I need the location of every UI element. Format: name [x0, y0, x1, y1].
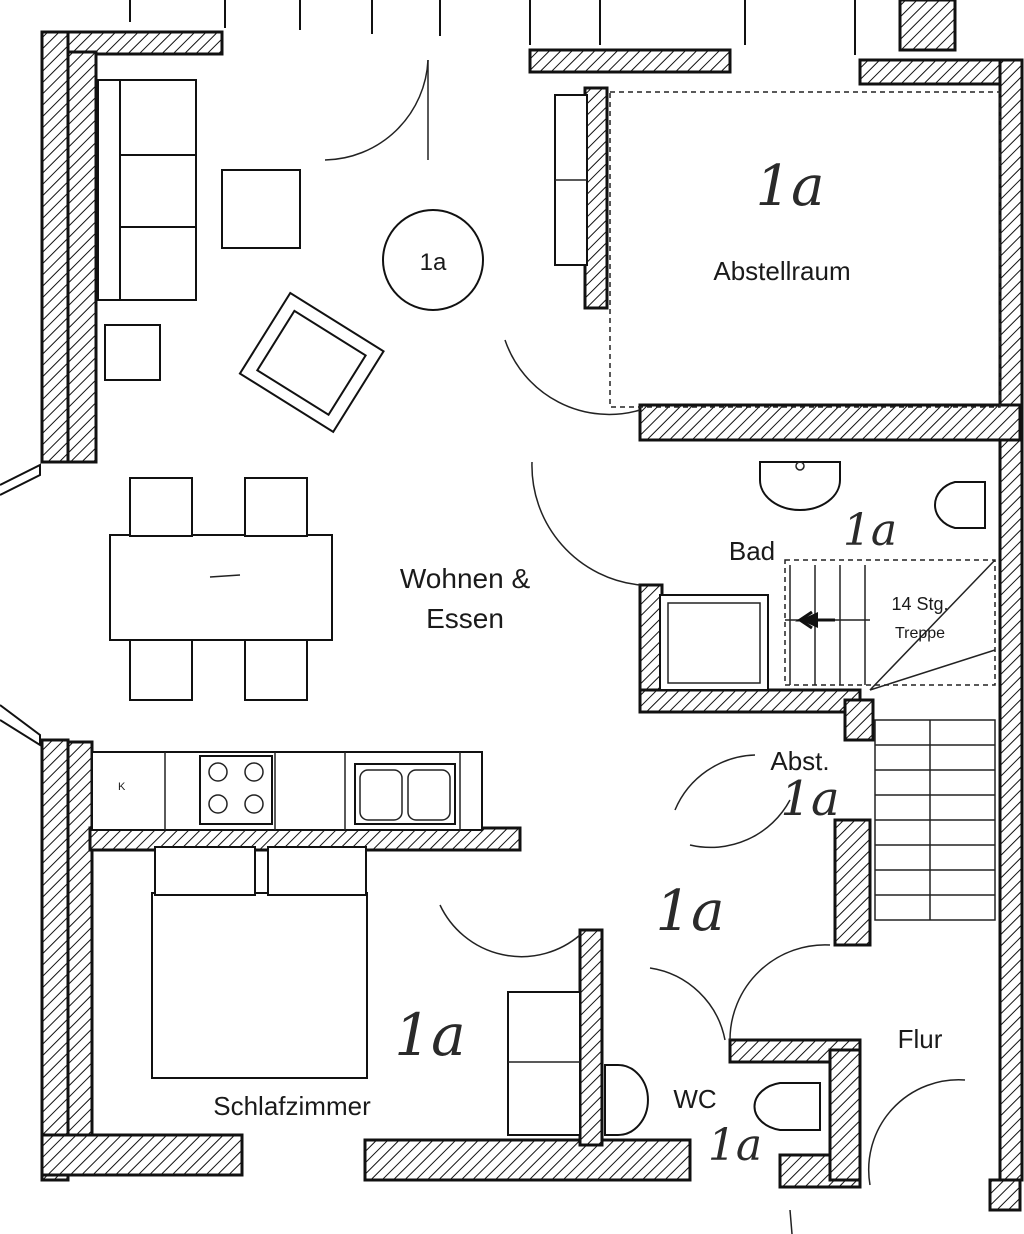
handwritten-note-5: 1a	[394, 1001, 465, 1069]
wc-toilet	[753, 1082, 821, 1131]
side-table	[104, 324, 161, 381]
kitchen-sink	[354, 763, 456, 825]
room-label-wc: WC	[673, 1084, 716, 1114]
handwritten-note-2: 1a	[843, 505, 897, 556]
dining-chairs	[129, 477, 308, 701]
room-marker-text: 1a	[420, 249, 447, 276]
storage-room-outline	[609, 91, 1001, 408]
room-label-schlafzimmer: Schlafzimmer	[213, 1091, 371, 1121]
room-marker-circle	[382, 209, 484, 311]
room-label-flur: Flur	[898, 1024, 943, 1054]
room-label-bad: Bad	[729, 536, 775, 566]
coffee-table	[221, 169, 301, 249]
handwritten-note-4: 1a	[655, 879, 724, 944]
shower-tray	[659, 594, 769, 691]
bedroom-cabinet	[507, 991, 581, 1136]
dining-table	[109, 534, 333, 641]
bath-toilet	[934, 481, 986, 529]
stair-label-1: 14 Stg.	[891, 594, 948, 614]
handwritten-note-3: 1a	[780, 771, 839, 827]
door-swings	[324, 59, 966, 1186]
room-label-wohnen-1: Wohnen &	[400, 563, 531, 594]
room-label-wohnen-2: Essen	[426, 603, 504, 634]
room-label-abst: Abst.	[770, 746, 829, 776]
handwritten-note-1: 1a	[755, 154, 824, 219]
armchair	[238, 291, 385, 434]
bed	[151, 846, 368, 1079]
wc-sink	[604, 1064, 649, 1136]
sofa	[97, 79, 197, 301]
stove	[199, 755, 273, 825]
storage-shelf	[554, 94, 588, 266]
fridge-label: K	[118, 781, 126, 793]
exterior-walls	[40, 30, 1024, 1212]
room-label-abstellraum: Abstellraum	[713, 256, 850, 286]
bath-sink	[759, 461, 841, 511]
side-windows	[0, 463, 41, 747]
stair-label-2: Treppe	[895, 625, 945, 642]
top-stubs	[129, 0, 957, 55]
handwritten-note-6: 1a	[708, 1120, 762, 1171]
interior-walls	[88, 86, 1022, 1182]
